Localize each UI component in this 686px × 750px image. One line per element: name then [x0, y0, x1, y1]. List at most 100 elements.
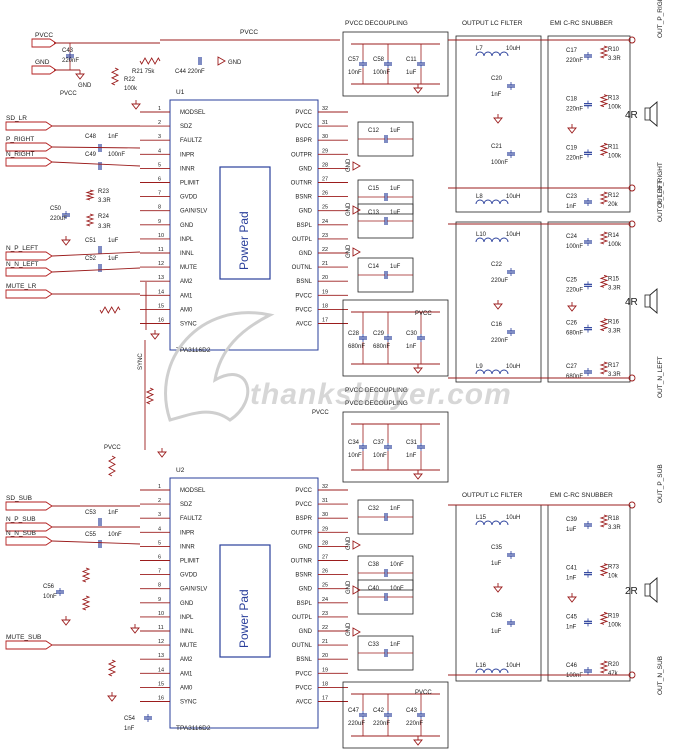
pin-number: 25: [322, 205, 328, 211]
pin-number: 5: [158, 540, 161, 546]
pin-name: PVCC: [295, 124, 312, 130]
resistor: [599, 142, 609, 156]
pin-number: 13: [158, 275, 164, 281]
pin-number: 19: [322, 667, 328, 673]
pin-number: 28: [322, 162, 328, 168]
cap-ref: C16: [491, 322, 503, 328]
pin-name: GND: [299, 629, 313, 635]
res-ref: R16: [608, 320, 620, 326]
cap-ref: C44 220nF: [175, 69, 205, 75]
cap-value: 100nF: [108, 152, 125, 158]
cap-ref: C45: [566, 614, 578, 620]
pin-number: 31: [322, 120, 328, 126]
cap-ref: C52: [85, 256, 97, 262]
pin-name: AVCC: [296, 322, 313, 328]
cap-value: 100nF: [566, 673, 583, 679]
pin-number: 6: [158, 555, 161, 561]
cap-value: 10nF: [373, 453, 387, 459]
pin-number: 14: [158, 289, 164, 295]
cap-ref: C14: [368, 264, 380, 270]
pin-name: GND: [299, 587, 313, 593]
res-ref: R24: [98, 214, 110, 220]
cap-value: 1nF: [566, 204, 577, 210]
input-port: [5, 640, 53, 650]
inductor-value: 10uH: [506, 194, 520, 200]
speaker-cone: [649, 577, 658, 603]
pin-name: GND: [299, 544, 313, 550]
input-port: [31, 65, 57, 75]
speaker-body: [644, 107, 651, 121]
res-value: 20k: [608, 202, 619, 208]
cap-value: 10nF: [390, 586, 404, 592]
cap-ref: C13: [368, 210, 380, 216]
input-label: MUTE_SUB: [6, 634, 41, 641]
pin-name: BSPR: [296, 138, 313, 144]
res-value: 3.3R: [98, 198, 111, 204]
cap-value: 1uF: [108, 238, 119, 244]
ground-symbol: [130, 627, 140, 634]
cap-value: 1uF: [566, 527, 577, 533]
pin-number: 27: [322, 555, 328, 561]
cap-ref: C34: [348, 440, 360, 446]
cap-value: 1nF: [406, 344, 417, 350]
cap-value: 10nF: [348, 453, 362, 459]
pin-number: 4: [158, 526, 161, 532]
cap-ref: C49: [85, 152, 97, 158]
pin-name: OUTNL: [292, 643, 313, 649]
cap-value: 1uF: [390, 210, 401, 216]
input-port: [5, 289, 53, 299]
resistor: [139, 57, 161, 65]
ground-symbol: [352, 540, 361, 550]
cap-ref: C17: [566, 48, 578, 54]
inductor-value: 10uH: [506, 663, 520, 669]
res-value: 3.3R: [608, 56, 621, 62]
input-label: N_N_SUB: [6, 530, 36, 537]
net-label: GND: [346, 622, 352, 636]
cap-value: 1uF: [491, 561, 502, 567]
resistor: [599, 361, 609, 375]
ground-symbol: [567, 127, 577, 134]
cap-ref: C55: [85, 532, 97, 538]
inductor: [475, 199, 509, 205]
pin-number: 11: [158, 625, 164, 631]
inductor-value: 10uH: [506, 232, 520, 238]
ground-symbol: [493, 303, 503, 310]
ground-symbol: [352, 161, 361, 171]
pin-name: GAIN/SLV: [180, 209, 207, 215]
pin-number: 13: [158, 653, 164, 659]
pin-name: PLIMIT: [180, 181, 200, 187]
net-label: GND: [346, 536, 352, 550]
pin-number: 26: [322, 569, 328, 575]
net-label: SYNC: [138, 353, 144, 370]
inductor-ref: L7: [476, 46, 483, 52]
inductor: [475, 237, 509, 243]
pin-name: AM2: [180, 657, 193, 663]
resistor: [599, 94, 609, 108]
cap-value: 10nF: [108, 532, 122, 538]
wire: [51, 267, 141, 273]
pin-number: 5: [158, 162, 161, 168]
cap-ref: C18: [566, 97, 578, 103]
ic-part: TPA3116D2: [176, 347, 211, 354]
res-value: 3.3R: [608, 285, 621, 291]
pin-name: BSPL: [297, 601, 313, 607]
cap-ref: C24: [566, 234, 578, 240]
cap-value: 10nF: [348, 70, 362, 76]
res-value: 100k: [124, 86, 138, 92]
cap-value: 1nF: [406, 453, 417, 459]
pin-number: 20: [322, 653, 328, 659]
res-value: 3.3R: [608, 525, 621, 531]
cap-value: 100nF: [491, 160, 508, 166]
pin-name: OUTNR: [291, 559, 313, 565]
res-ref: R23: [98, 189, 110, 195]
cap-value: 220uF: [50, 216, 67, 222]
pin-number: 12: [158, 639, 164, 645]
resistor: [599, 318, 609, 332]
pin-name: BSNR: [295, 195, 312, 201]
pin-number: 23: [322, 611, 328, 617]
cap-ref: C48: [85, 134, 97, 140]
pin-name: PVCC: [295, 488, 312, 494]
lc-filter-box: [455, 35, 542, 213]
cap-ref: C58: [373, 57, 385, 63]
pin-name: PVCC: [295, 502, 312, 508]
